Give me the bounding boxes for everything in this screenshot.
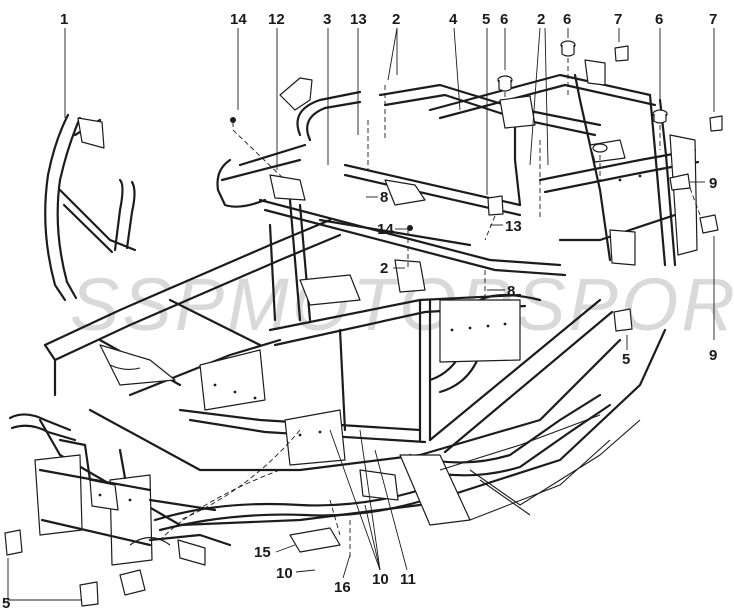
callout-16: 16 [334, 579, 351, 596]
rail-holes [98, 174, 642, 502]
loose-parts [4, 40, 723, 607]
right-cage [378, 59, 700, 267]
callout-7-b: 7 [709, 11, 717, 28]
callout-7-a: 7 [614, 11, 622, 28]
callout-12: 12 [268, 11, 285, 28]
callout-13-top: 13 [350, 11, 367, 28]
front-mount [34, 438, 232, 596]
callout-8-a: 8 [380, 189, 388, 206]
callout-4: 4 [449, 11, 458, 28]
assembly-dashes [159, 58, 701, 560]
callout-5-top: 5 [482, 11, 490, 28]
callout-6-a: 6 [500, 11, 508, 28]
callout-9-b: 9 [709, 347, 717, 364]
callout-6-c: 6 [655, 11, 663, 28]
left-deck-frame [43, 218, 342, 397]
rear-rollbar [44, 113, 137, 302]
callout-13-mid: 13 [505, 218, 522, 235]
callout-2-mid: 2 [380, 260, 388, 277]
callout-2-top-b: 2 [537, 11, 545, 28]
callout-11: 11 [400, 571, 416, 588]
leader-lines [7, 27, 715, 601]
bottom-skid-box [359, 414, 611, 526]
frame-drawing [4, 40, 723, 607]
callouts: 1 14 12 3 13 2 4 5 6 2 6 7 6 7 9 8 14 13… [2, 11, 717, 612]
callout-10-bottom: 10 [276, 565, 293, 582]
callout-2-top-a: 2 [392, 11, 400, 28]
callout-14-top: 14 [230, 11, 247, 28]
callout-8-b: 8 [507, 283, 515, 300]
callout-15: 15 [254, 544, 271, 561]
callout-3: 3 [323, 11, 331, 28]
callout-5-right: 5 [622, 351, 630, 368]
callout-14-mid: 14 [377, 221, 394, 238]
callout-10-mid: 10 [372, 571, 389, 588]
callout-6-b: 6 [563, 11, 571, 28]
callout-1: 1 [60, 11, 68, 28]
callout-9-a: 9 [709, 175, 717, 192]
center-box-frame [178, 274, 542, 466]
callout-5-bottom: 5 [2, 595, 10, 612]
